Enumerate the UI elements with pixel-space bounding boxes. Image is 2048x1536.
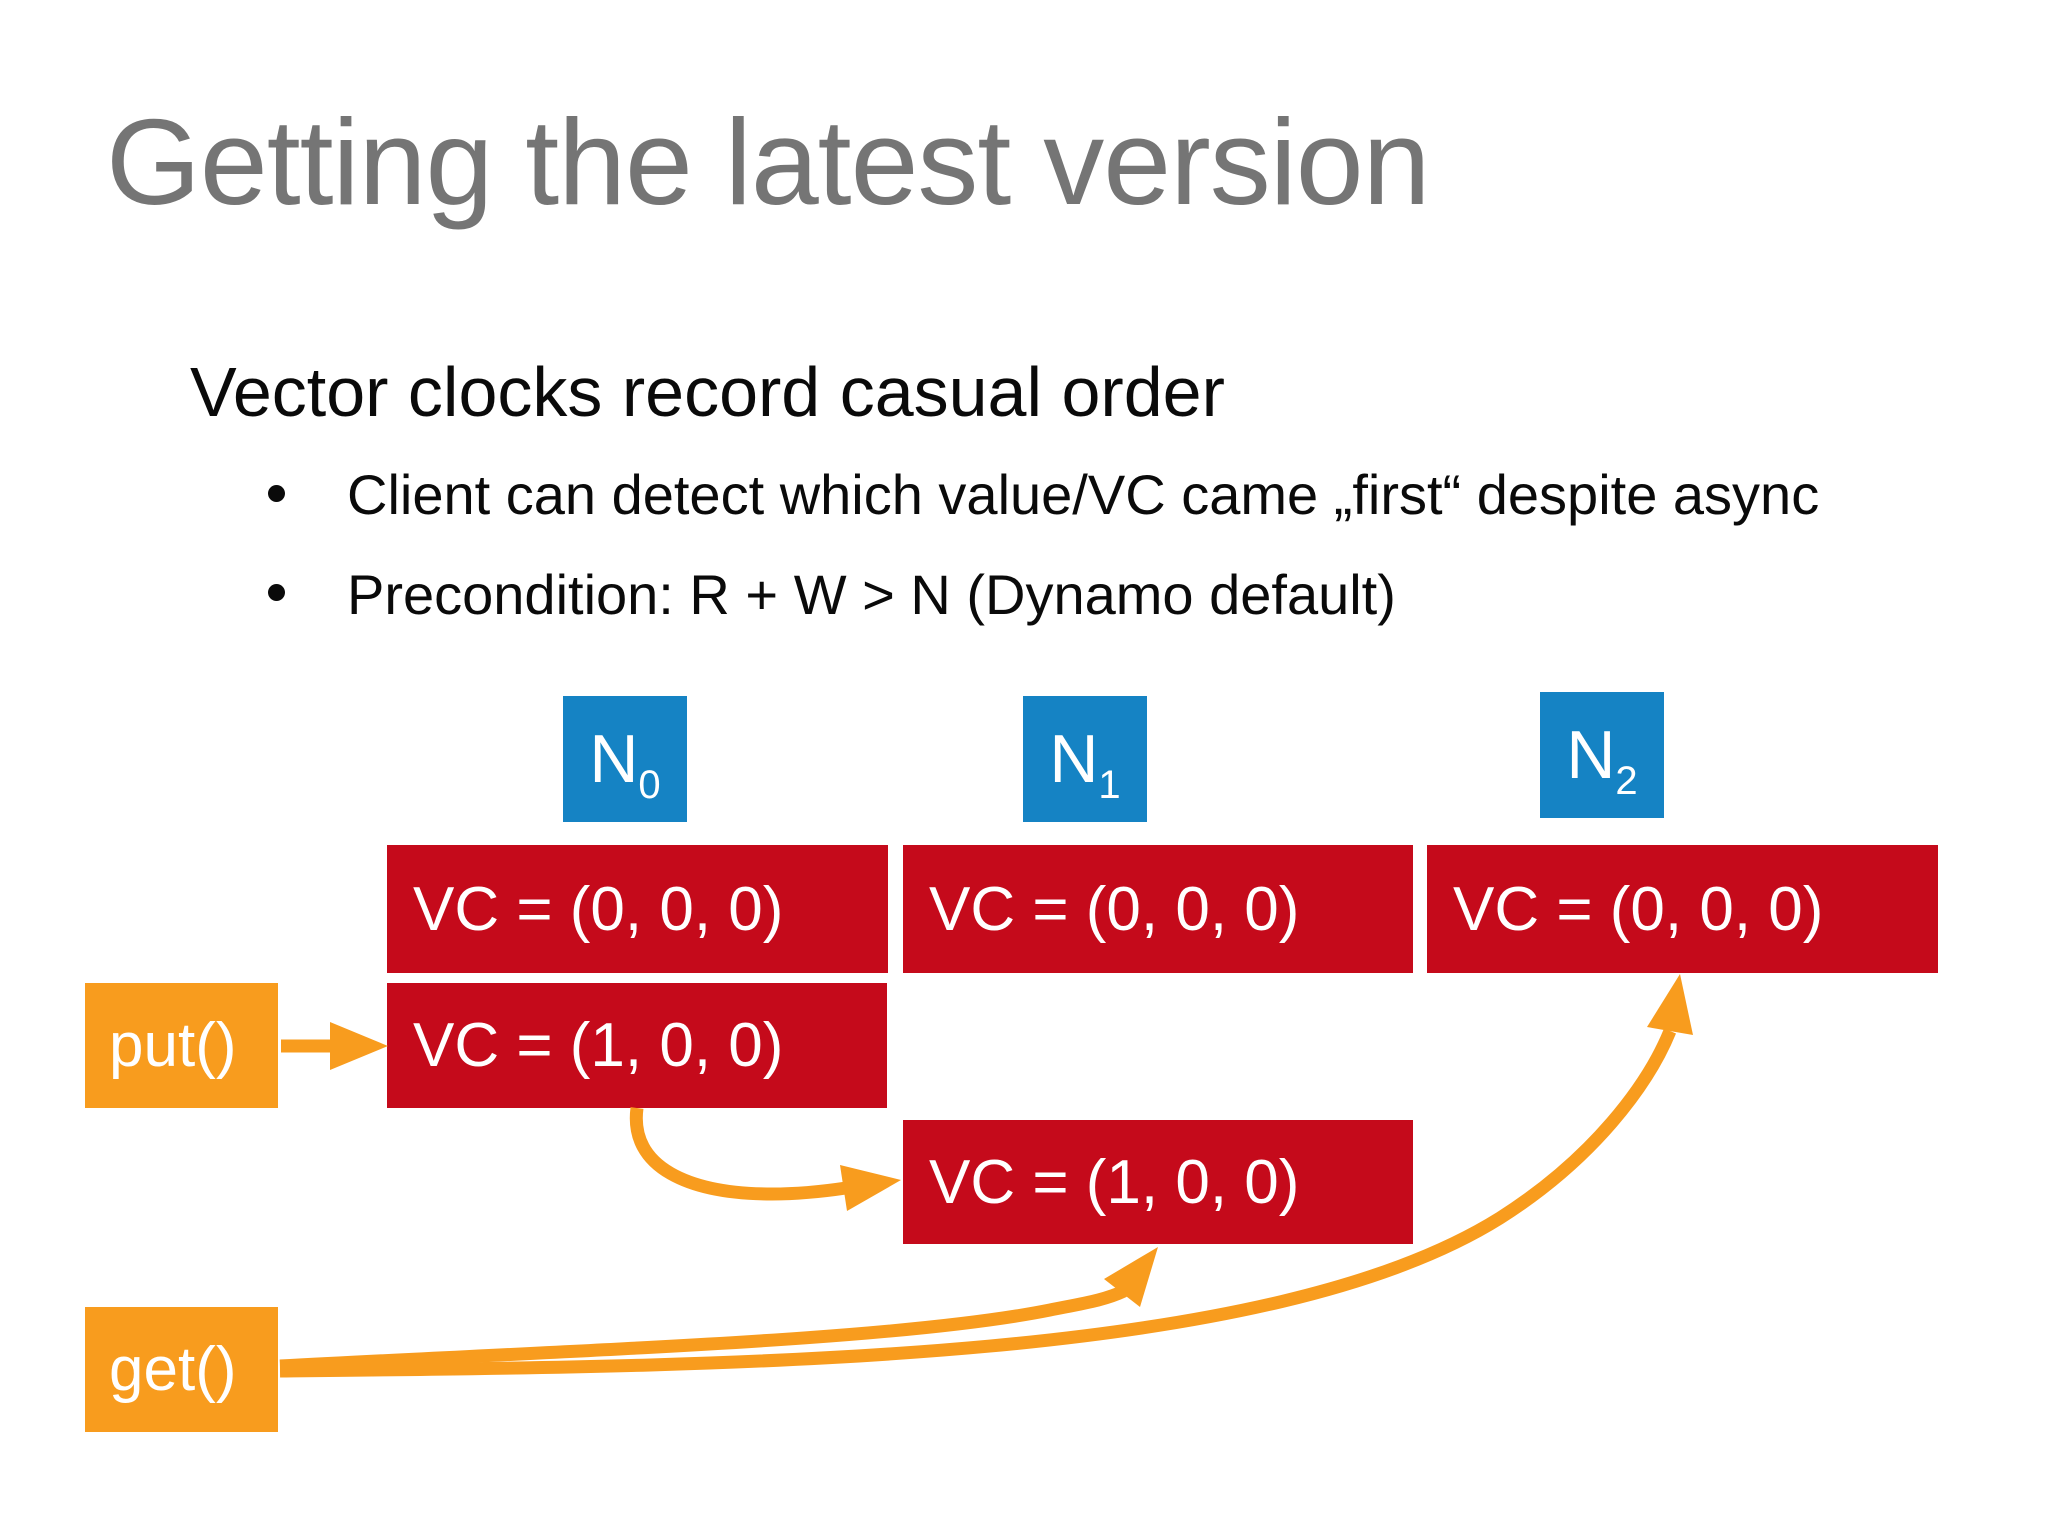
put-box: put() xyxy=(85,983,278,1108)
node-label: N xyxy=(589,721,639,797)
page-title: Getting the latest version xyxy=(106,94,1431,230)
bullet-dot xyxy=(268,584,285,601)
vc-box-n0-after-put: VC = (1, 0, 0) xyxy=(387,983,887,1108)
vc-box-n1-initial: VC = (0, 0, 0) xyxy=(903,845,1413,973)
bullet-item: Precondition: R + W > N (Dynamo default) xyxy=(347,563,1396,626)
bullet-dot xyxy=(268,485,285,502)
node-label: N xyxy=(1049,721,1099,797)
vc-box-n2-initial: VC = (0, 0, 0) xyxy=(1427,845,1938,973)
node-subscript: 0 xyxy=(638,763,661,807)
node-label: N xyxy=(1566,717,1616,793)
put-arrow xyxy=(281,1022,388,1070)
vc-box-n0-initial: VC = (0, 0, 0) xyxy=(387,845,888,973)
subtitle: Vector clocks record casual order xyxy=(190,353,1225,431)
node-subscript: 1 xyxy=(1098,763,1121,807)
vc-box-n1-replicated: VC = (1, 0, 0) xyxy=(903,1120,1413,1244)
get-arrow-to-n1 xyxy=(279,1247,1158,1373)
replicate-arrow-n0-to-n1 xyxy=(629,1107,901,1211)
node-subscript: 2 xyxy=(1615,759,1638,803)
bullet-item: Client can detect which value/VC came „f… xyxy=(347,463,1820,526)
get-box: get() xyxy=(85,1307,278,1432)
